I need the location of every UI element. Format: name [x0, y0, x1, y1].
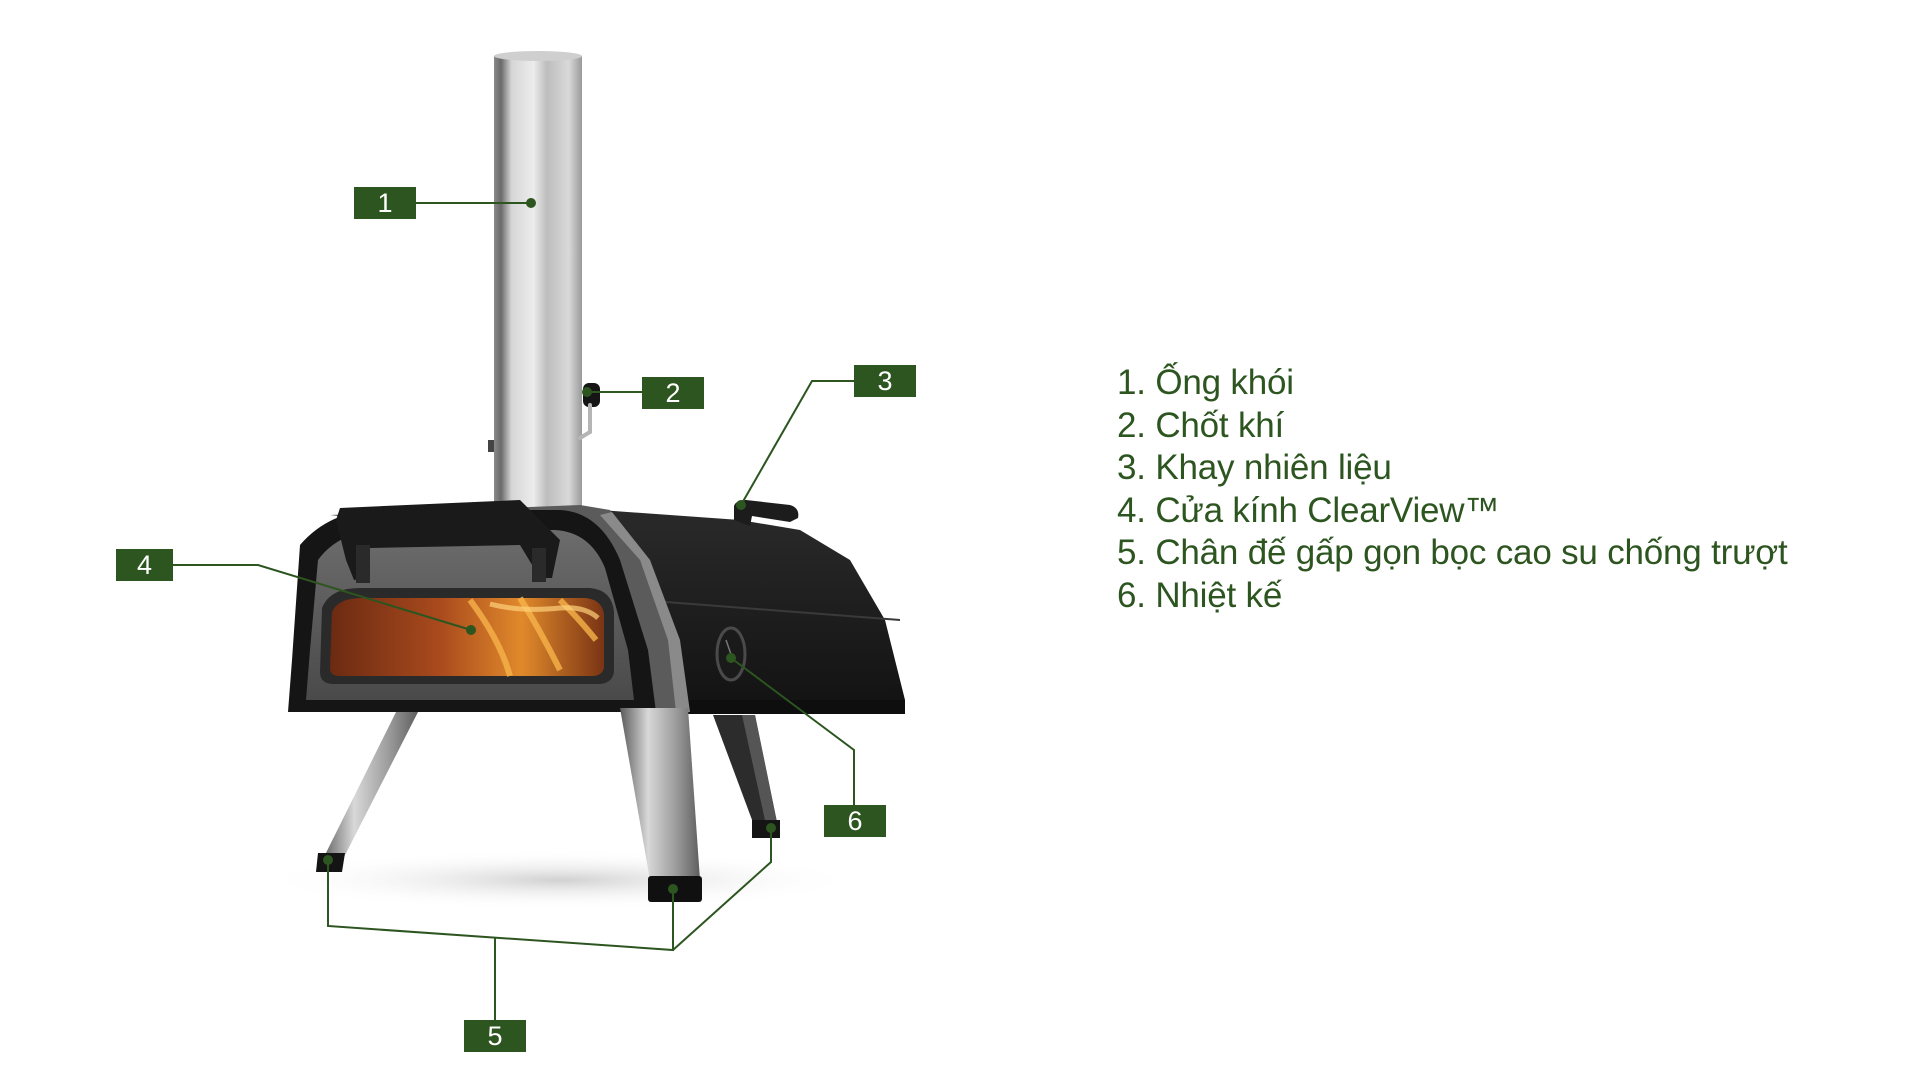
legend-item-chimney: 1. Ống khói	[1117, 363, 1294, 402]
callout-label-2: 2	[642, 377, 704, 409]
clearview-glass-door	[320, 588, 614, 684]
callout-label-1: 1	[354, 187, 416, 219]
parts-legend: 1. Ống khói 2. Chốt khí 3. Khay nhiên li…	[1117, 362, 1788, 617]
front-leg-left	[316, 712, 418, 872]
callout-label-5: 5	[464, 1020, 526, 1052]
callout-label-4: 4	[116, 549, 173, 581]
callout-leaders	[173, 202, 855, 1020]
leader-5	[327, 860, 674, 952]
callout-label-3: 3	[854, 365, 916, 397]
callout-label-6: 6	[824, 805, 886, 837]
leader-4	[173, 564, 472, 631]
leader-6	[730, 657, 855, 805]
legend-item-fuel-tray: 3. Khay nhiên liệu	[1117, 448, 1392, 487]
callout-dots	[323, 198, 776, 894]
legend-item-air-damper: 2. Chốt khí	[1117, 405, 1285, 445]
legend-item-thermometer: 6. Nhiệt kế	[1117, 575, 1283, 615]
floor-shadow	[260, 850, 860, 910]
fuel-tray-handle-icon	[734, 500, 799, 526]
chimney	[488, 51, 582, 516]
back-leg	[713, 715, 780, 838]
legend-item-folding-legs: 5. Chân đế gấp gọn bọc cao su chống trượ…	[1117, 533, 1788, 572]
oven-handles	[336, 500, 560, 583]
leader-5b	[672, 828, 772, 951]
legend-item-glass-door: 4. Cửa kính ClearView™	[1117, 490, 1500, 530]
leader-3	[740, 380, 854, 506]
